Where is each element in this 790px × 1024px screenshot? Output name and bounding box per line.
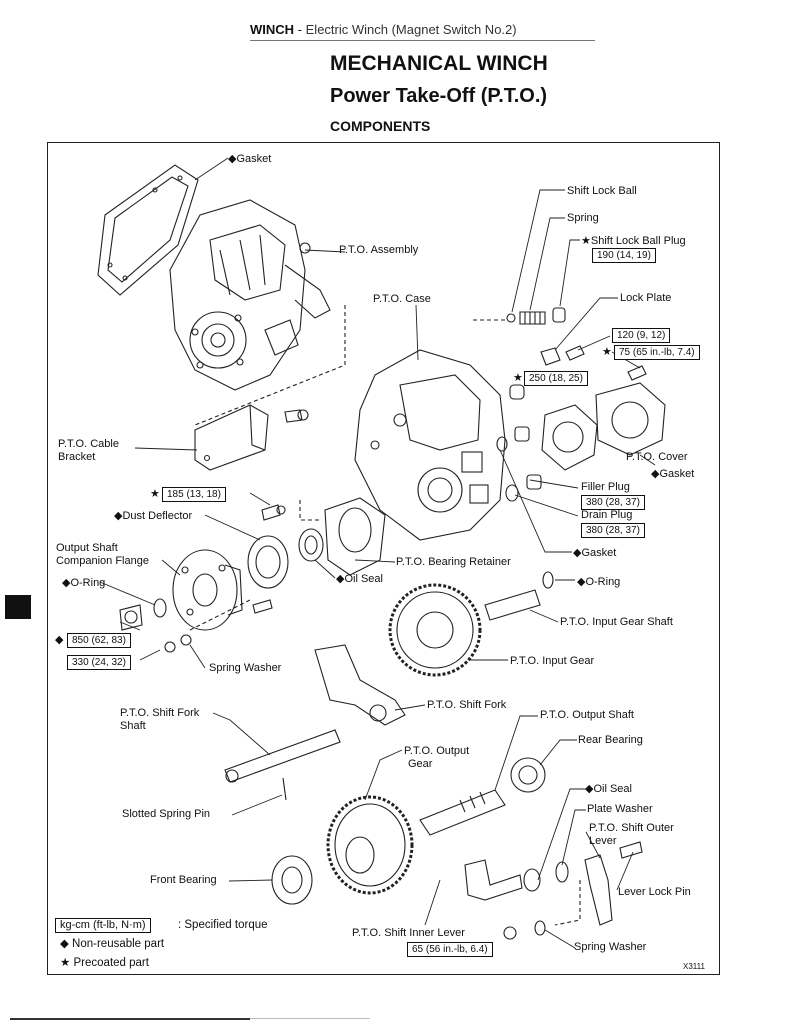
label-bearing-retainer: P.T.O. Bearing Retainer: [396, 556, 511, 568]
torque-120: 120 (9, 12): [612, 328, 671, 343]
label-shift-lock-ball: Shift Lock Ball: [567, 185, 637, 197]
page-subtitle: Power Take-Off (P.T.O.): [330, 85, 548, 107]
shift-fork-shaft-drawing: [224, 729, 341, 801]
label-oring-left: ◆O-Ring: [62, 577, 106, 589]
diagram-frame: [47, 142, 720, 975]
legend-nonreusable: ◆ Non-reusable part: [60, 938, 165, 950]
legend-unit-desc: : Specified torque: [178, 919, 268, 931]
label-dust-deflector: ◆Dust Deflector: [114, 510, 193, 522]
label-front-bearing: Front Bearing: [150, 874, 217, 886]
torque-380-filler: 380 (28, 37): [581, 495, 645, 510]
label-lock-plate: Lock Plate: [620, 292, 672, 304]
label-spring: Spring: [567, 212, 599, 224]
label-slotted-spring-pin: Slotted Spring Pin: [122, 808, 211, 820]
gasket-part-drawing: [97, 164, 199, 296]
torque-250: 250 (18, 25): [524, 371, 588, 386]
label-shift-fork-shaft-1: P.T.O. Shift Fork: [120, 707, 200, 719]
label-output-gear-1: P.T.O. Output: [404, 745, 470, 757]
leader-lines: [99, 157, 656, 949]
label-gasket-top: ◆Gasket: [228, 153, 272, 165]
label-shift-fork-shaft-2: Shaft: [120, 720, 146, 732]
legend-precoated: ★ Precoated part: [60, 957, 149, 969]
pto-case-drawing: [354, 349, 506, 541]
label-output-flange-2: Companion Flange: [56, 555, 149, 567]
label-output-shaft: P.T.O. Output Shaft: [540, 709, 634, 721]
output-gear-drawing: [326, 795, 414, 895]
header-subtitle: Electric Winch (Magnet Switch No.2): [305, 22, 517, 37]
label-inner-lever: P.T.O. Shift Inner Lever: [352, 927, 465, 939]
label-cable-bracket-2: Bracket: [58, 451, 96, 463]
torque-850: 850 (62, 83): [67, 633, 131, 648]
torque-185: 185 (13, 18): [162, 487, 226, 502]
label-output-flange-1: Output Shaft: [56, 542, 118, 554]
shift-fork-drawing: [314, 644, 406, 726]
small-seals-drawing: [496, 426, 542, 502]
running-header: WINCH - Electric Winch (Magnet Switch No…: [250, 22, 517, 37]
figure-code: X3111: [683, 962, 705, 971]
star-75: ★: [602, 346, 612, 358]
label-oring-right: ◆O-Ring: [577, 576, 621, 588]
output-shaft-drawing: [419, 757, 546, 836]
header-rule: [250, 40, 595, 41]
label-shift-lock-ball-plug: ★Shift Lock Ball Plug: [581, 235, 686, 247]
torque-65: 65 (56 in.-lb, 6.4): [407, 942, 493, 957]
page-title: MECHANICAL WINCH: [330, 52, 548, 75]
cable-bracket-drawing: [194, 404, 309, 471]
output-flange-drawing: [119, 549, 273, 653]
label-pto-assembly: P.T.O. Assembly: [339, 244, 419, 256]
footer-rule: [10, 1018, 250, 1020]
label-spring-washer-right: Spring Washer: [574, 941, 647, 953]
label-lever-lock-pin: Lever Lock Pin: [618, 886, 691, 898]
label-rear-bearing: Rear Bearing: [578, 734, 643, 746]
label-filler-plug: Filler Plug: [581, 481, 630, 493]
label-gasket-cover: ◆Gasket: [651, 468, 695, 480]
shift-levers-drawing: [464, 841, 643, 940]
deflector-retainer-drawing: [247, 497, 386, 589]
section-tab-marker: [5, 595, 31, 619]
label-gasket-retainer: ◆Gasket: [573, 547, 617, 559]
label-outer-lever-1: P.T.O. Shift Outer: [589, 822, 674, 834]
legend-unit-box: kg-cm (ft-lb, N·m): [55, 918, 151, 933]
label-pto-case: P.T.O. Case: [373, 293, 431, 305]
header-separator: -: [297, 22, 303, 37]
diamond-850: ◆: [55, 634, 64, 646]
torque-330: 330 (24, 32): [67, 655, 131, 670]
label-cable-bracket-1: P.T.O. Cable: [58, 438, 119, 450]
input-gear-drawing: [388, 571, 554, 677]
label-shift-fork: P.T.O. Shift Fork: [427, 699, 507, 711]
label-oil-seal-right: ◆Oil Seal: [585, 783, 632, 795]
section-heading: COMPONENTS: [330, 118, 431, 134]
front-bearing-drawing: [271, 855, 313, 905]
header-section: WINCH: [250, 22, 295, 37]
assembly-guide-lines: [189, 305, 581, 926]
label-drain-plug: Drain Plug: [581, 509, 633, 521]
star-250: ★: [513, 372, 523, 384]
torque-75: 75 (65 in.-lb, 7.4): [614, 345, 700, 360]
shift-lock-parts-drawing: [506, 307, 647, 400]
label-pto-cover: P.T.O. Cover: [626, 451, 688, 463]
pto-cover-drawing: [541, 382, 666, 471]
label-output-gear-2: Gear: [408, 758, 433, 770]
label-input-gear-shaft: P.T.O. Input Gear Shaft: [560, 616, 673, 628]
footer-rule-light: [250, 1018, 370, 1019]
torque-190: 190 (14, 19): [592, 248, 656, 263]
label-outer-lever-2: Lever: [589, 835, 617, 847]
label-plate-washer: Plate Washer: [587, 803, 653, 815]
label-spring-washer-left: Spring Washer: [209, 662, 282, 674]
label-input-gear: P.T.O. Input Gear: [510, 655, 595, 667]
label-oil-seal-mid: ◆Oil Seal: [336, 573, 383, 585]
torque-380-drain: 380 (28, 37): [581, 523, 645, 538]
star-185: ★: [150, 488, 160, 500]
pto-assembly-drawing: [169, 199, 331, 391]
